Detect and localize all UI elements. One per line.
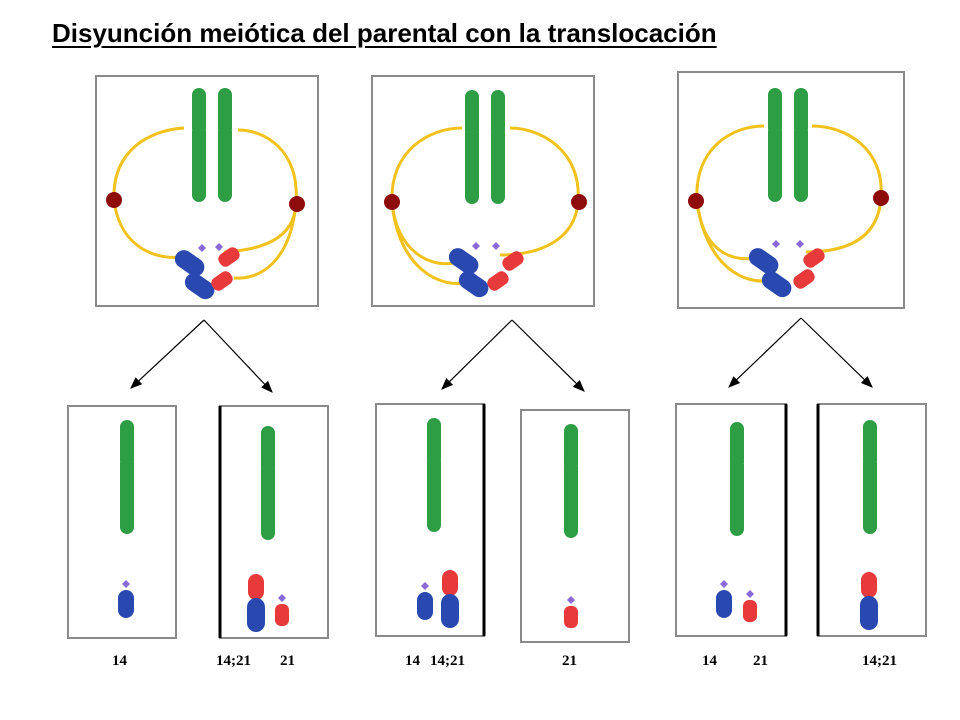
chromosome-14: [218, 88, 232, 202]
chromosome-14-part: [417, 582, 433, 620]
chromosome-14: [192, 88, 206, 202]
spindle-pole: [384, 194, 400, 210]
translocation-14-21: [860, 572, 878, 630]
cell-panel-3: [677, 71, 905, 309]
translocation-14-21: [441, 570, 459, 628]
cell-panel-2: [371, 75, 595, 307]
chromosome-21: [564, 596, 578, 628]
spindle-pole: [688, 193, 704, 209]
chromosome-14: [564, 424, 578, 538]
chromosome-14: [794, 88, 808, 202]
translocation-14-21: [247, 574, 265, 632]
spindle-pole: [571, 194, 587, 210]
chromosome-14: [491, 90, 505, 204]
chromosome-21: [275, 594, 289, 626]
cell-panel-1: [95, 75, 319, 307]
gamete-label: 14;21: [216, 653, 251, 669]
chromosome-14: [465, 90, 479, 204]
chromosome-14: [427, 418, 441, 532]
chromosome-14-part: [716, 580, 732, 618]
chromosome-14: [261, 426, 275, 540]
gamete-label: 14: [702, 653, 718, 669]
chromosome-14: [863, 420, 877, 534]
gamete-panel-1: [67, 405, 177, 639]
gamete-label: 14: [405, 653, 421, 669]
gamete-panel-2: [218, 405, 329, 639]
gamete-label: 21: [753, 653, 768, 669]
gamete-panel-3: [375, 403, 486, 637]
spindle-pole: [106, 192, 122, 208]
segregation-arrows: [130, 317, 873, 393]
page-title: Disyunción meiótica del parental con la …: [52, 18, 717, 48]
gamete-label: 14;21: [862, 653, 897, 669]
gamete-label: 14;21: [430, 653, 465, 669]
gamete-panel-5: [675, 403, 788, 637]
gamete-panel-6: [816, 403, 927, 637]
gamete-label: 14: [112, 653, 128, 669]
chromosome-14: [120, 420, 134, 534]
chromosome-14: [768, 88, 782, 202]
gamete-panel-4: [520, 409, 630, 643]
chromosome-14: [730, 422, 744, 536]
chromosome-14-part: [118, 580, 134, 618]
spindle-pole: [873, 190, 889, 206]
gamete-label: 21: [280, 653, 295, 669]
chromosome-21: [743, 590, 757, 622]
gamete-label: 21: [562, 653, 577, 669]
spindle-pole: [289, 196, 305, 212]
